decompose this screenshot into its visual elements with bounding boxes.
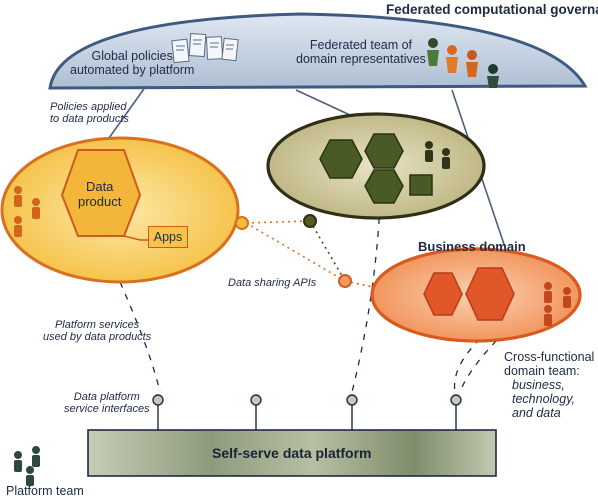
self-serve-platform-label: Self-serve data platform [212,445,372,461]
governance-link-line [103,85,147,146]
platform-service-connectors [119,204,516,393]
business-domain-hexagons [423,267,515,321]
platform-services-label: Platform services used by data products [43,319,151,344]
data-product-line: product [78,193,122,209]
platform-team-label: Platform team [6,484,84,498]
business-domain-label: Business domain [418,239,526,254]
service-interface-pins [152,394,462,430]
global-policies-label: Global policies automated by platform [70,49,194,77]
federated-team-label: Federated team of domain representatives [296,38,426,66]
platform-services-line: used by data products [43,331,152,344]
data-sharing-links [245,220,379,289]
yellow-domain-people-icon [14,186,40,237]
cross-functional-line: domain team: [504,364,580,378]
cross-functional-line: and data [512,406,561,420]
federated-team-line: domain representatives [296,52,426,66]
global-policies-line: Global policies [91,49,173,63]
platform-team-people-icon [14,446,40,486]
api-port-olive [303,214,317,228]
cross-functional-line: business, [512,378,565,392]
business-domain-people-icon [544,282,571,326]
self-serve-platform-bar [87,429,497,477]
olive-domain-hexagons [319,133,433,204]
apps-box: Apps [148,226,188,248]
data-sharing-apis-label: Data sharing APIs [228,277,317,289]
cross-functional-line: technology, [512,392,576,406]
api-port-orange [338,274,352,288]
cross-functional-line: Cross-functional [504,350,595,364]
governance-link-line [295,89,351,116]
platform-services-line: Platform services [54,319,140,331]
data-product-label: Data product [78,179,122,209]
apps-connector [123,235,148,241]
policy-documents-icon [171,33,239,64]
policies-applied-label: Policies applied to data products [50,101,129,126]
federated-team-people-icon [427,38,499,88]
data-product-line: Data [85,179,114,194]
platform-interfaces-label: Data platform service interfaces [64,391,150,416]
policies-applied-line: to data products [50,113,129,126]
olive-domain-people-icon [425,141,450,169]
policies-applied-line: Policies applied [50,101,127,113]
platform-interfaces-line: service interfaces [64,403,150,416]
global-policies-line: automated by platform [70,63,195,77]
governance-title: Federated computational governance [386,2,598,17]
cross-functional-label: Cross-functional domain team: business, … [504,350,594,420]
platform-interfaces-line: Data platform [73,391,140,403]
federated-team-line: Federated team of [309,38,413,52]
api-port-yellow [235,216,249,230]
